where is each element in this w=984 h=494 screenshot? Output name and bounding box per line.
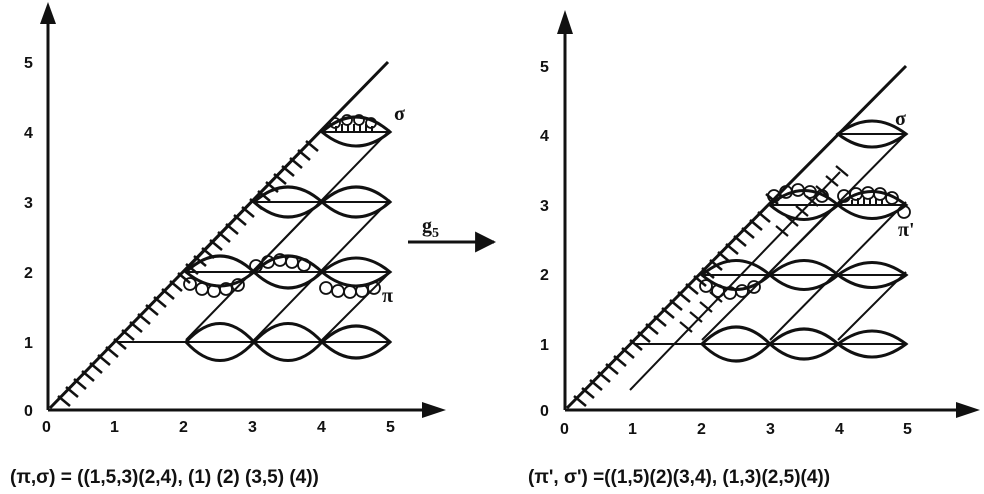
left-y-axis-arrow-icon [40,2,56,24]
right-pi-label: π' [898,219,915,241]
left-x-tick-5: 5 [386,419,395,436]
left-y-tick-1: 1 [24,335,33,352]
left-y-tick-4: 4 [24,125,33,142]
right-y-tick-1: 1 [540,337,549,354]
right-y-tick-4: 4 [540,128,549,145]
right-y-tick-3: 3 [540,198,549,215]
right-diagram: 0 1 2 3 4 5 0 1 2 3 4 5 [540,10,980,438]
left-x-axis-arrow-icon [422,402,446,418]
right-pi-hatch [851,198,883,206]
left-pi-circles [183,114,381,299]
right-x-tick-1: 1 [628,421,637,438]
left-x-tick-2: 2 [179,419,188,436]
left-sigma-hatch [335,124,373,132]
right-x-tick-4: 4 [835,421,844,438]
transform-label: g5 [422,215,439,241]
right-y-tick-0: 0 [540,403,549,420]
right-x-tick-5: 5 [903,421,912,438]
left-sigma-label: σ [394,103,405,125]
left-rows [118,131,390,343]
left-y-tick-2: 2 [24,265,33,282]
transform-arrow: g5 [408,215,497,253]
right-x-tick-2: 2 [697,421,706,438]
right-sigma-label: σ [895,108,906,130]
right-caption: (π', σ') =((1,5)(2)(3,4), (1,3)(2,5)(4)) [528,467,830,488]
right-y-axis-arrow-icon [557,10,573,34]
right-x-tick-0: 0 [560,421,569,438]
right-y-tick-5: 5 [540,59,549,76]
left-diagonals [185,129,391,341]
left-hatching [57,140,319,407]
left-diagram: 0 1 2 3 4 5 0 1 2 3 4 5 [24,2,446,436]
left-x-tick-4: 4 [317,419,326,436]
right-x-axis-arrow-icon [956,402,980,418]
left-caption: (π,σ) = ((1,5,3)(2,4), (1) (2) (3,5) (4)… [10,467,319,488]
left-y-tick-3: 3 [24,195,33,212]
left-x-tick-0: 0 [42,419,51,436]
right-x-tick-3: 3 [766,421,775,438]
left-y-tick-5: 5 [24,55,33,72]
left-y-tick-0: 0 [24,403,33,420]
left-x-tick-1: 1 [110,419,119,436]
left-pi-label: π [382,285,393,307]
right-pi-circles [699,183,911,300]
right-lenses [699,119,909,363]
right-y-tick-2: 2 [540,267,549,284]
left-x-tick-3: 3 [248,419,257,436]
